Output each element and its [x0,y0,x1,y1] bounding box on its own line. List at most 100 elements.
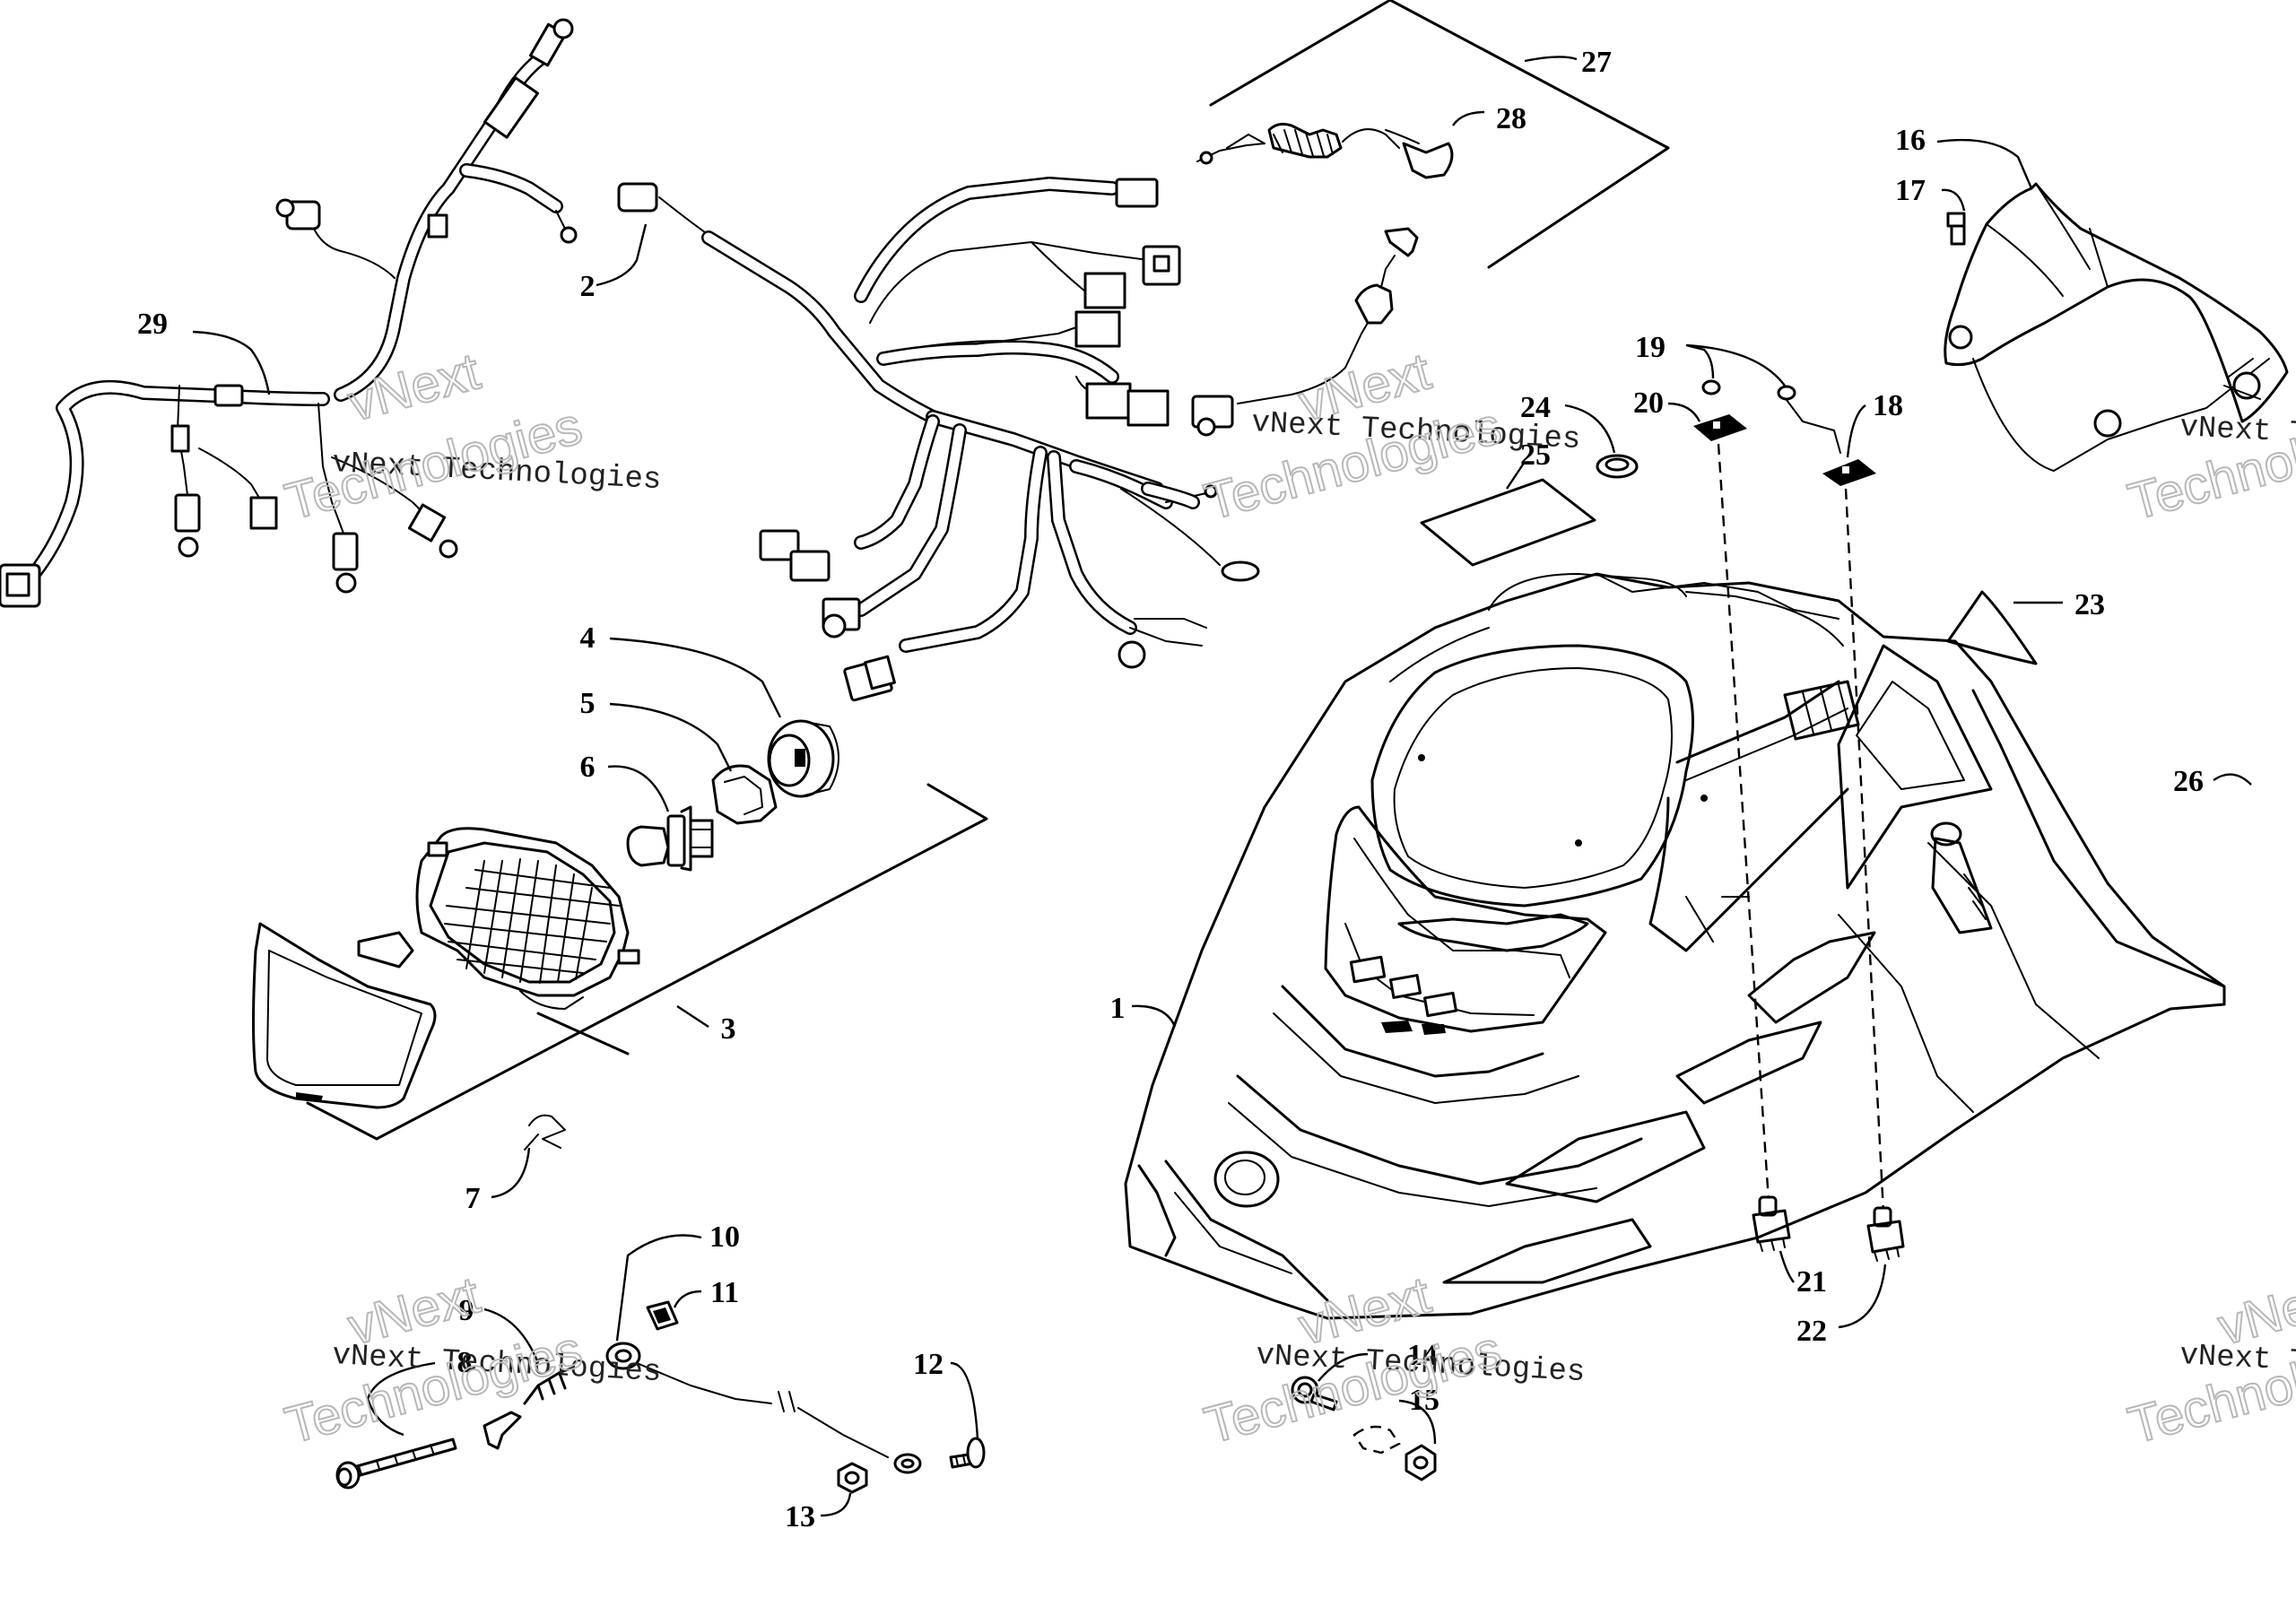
leader-21 [1779,1250,1795,1283]
leader-10 [615,1234,702,1342]
callout-2: 2 [580,270,596,303]
leader-25 [1506,461,1526,490]
leader-15 [1398,1399,1437,1445]
watermark-top-left: vNext vNext Technologies Technologies [279,341,663,532]
leader-16 [1936,138,2033,189]
callout-1: 1 [1110,992,1126,1025]
watermark-top-right: vNext Technologies Technologies [2122,395,2296,532]
grommet-19a [1701,379,1721,395]
callout-22: 22 [1796,1315,1827,1348]
headlight-housing [415,827,640,1010]
leader-3 [676,1004,709,1029]
bracket-3-inner [536,1012,630,1055]
callout-4: 4 [580,621,596,655]
callout-15: 15 [1409,1384,1439,1417]
tether-switch [1191,122,1454,437]
connector-line-19b [1786,399,1841,454]
nut-15 [1352,1425,1437,1481]
callout-17: 17 [1895,174,1926,207]
pad-18 [1822,459,1876,486]
leader-13 [820,1492,852,1517]
callout-16: 16 [1895,124,1926,157]
leader-28 [1452,110,1485,126]
leader-27 [1524,56,1578,63]
grommet-19b [1777,385,1796,401]
dashed-line-21 [1717,443,1770,1203]
switch-21 [1752,1195,1791,1252]
switch-22 [1866,1206,1905,1262]
bracket-27 [1209,0,1670,269]
callout-7: 7 [465,1182,481,1215]
bracket-3 [306,783,988,1141]
leader-18 [1846,404,1866,458]
headlight-lens [252,922,437,1109]
callout-6: 6 [580,751,596,784]
callout-25: 25 [1520,439,1551,472]
leader-20 [1667,402,1701,422]
leader-29 [192,330,271,395]
leader-22 [1838,1264,1887,1329]
grommet-24 [1596,454,1639,479]
callout-10: 10 [709,1220,740,1254]
pad-20 [1693,414,1747,441]
callout-11: 11 [710,1276,739,1309]
callout-3: 3 [721,1012,736,1046]
callout-19: 19 [1635,331,1665,364]
callout-24: 24 [1520,391,1551,424]
callout-23: 23 [2074,588,2105,621]
secondary-wiring-harness [617,177,1260,702]
callout-29: 29 [137,308,168,341]
callout-9: 9 [459,1294,474,1327]
leader-12 [950,1361,979,1440]
hood [1124,572,2226,1320]
leader-11 [673,1290,702,1308]
svg-text:vNext: vNext [343,342,486,432]
svg-text:Technologies: Technologies [280,1320,588,1455]
bolt-8 [335,1438,457,1490]
bulb-6 [626,805,714,872]
callout-28: 28 [1496,102,1526,135]
main-wiring-harness [0,18,578,608]
screw-12 [949,1437,986,1469]
leader-17 [1941,188,1966,212]
screw-17 [1946,212,1966,246]
callout-26: 26 [2173,765,2204,798]
leader-4 [609,637,782,718]
leader-7 [491,1147,531,1199]
clip-7 [524,1114,566,1151]
callout-8: 8 [457,1346,473,1379]
leader-2 [596,223,648,287]
watermark-top-center: vNext vNext Technologies Technologies [1198,341,1582,532]
leader-26 [2213,773,2252,786]
bracket-9 [483,1411,522,1450]
cable-10 [523,1342,922,1474]
callout-13: 13 [785,1500,815,1533]
leader-6 [607,765,670,812]
watermark-bottom-left: vNext vNext Technologies Technologies [279,1264,663,1455]
leader-5 [609,702,733,772]
clip-11 [646,1300,679,1331]
leader-24 [1564,404,1616,454]
decal-23 [1946,590,2038,665]
decal-25 [1420,478,1596,567]
leader-9 [483,1307,540,1364]
callout-21: 21 [1796,1265,1827,1299]
leader-1 [1131,1004,1177,1028]
callout-12: 12 [913,1348,944,1381]
leader-19 [1685,343,1786,387]
leader-8 [366,1361,436,1437]
callout-20: 20 [1633,387,1664,420]
nut-13 [837,1462,868,1494]
callout-5: 5 [580,687,596,720]
callout-18: 18 [1873,389,1903,422]
boot-4 [767,719,839,798]
leader-14 [1318,1352,1369,1382]
dashed-line-22 [1844,488,1885,1213]
callout-27: 27 [1581,46,1612,79]
windshield [1944,182,2289,472]
screw-14 [1291,1376,1338,1412]
callout-14: 14 [1407,1339,1438,1372]
retaining-ring-5 [711,764,778,825]
watermark-bottom-right: vNext vNext Technologies Technologies [2122,1264,2296,1455]
